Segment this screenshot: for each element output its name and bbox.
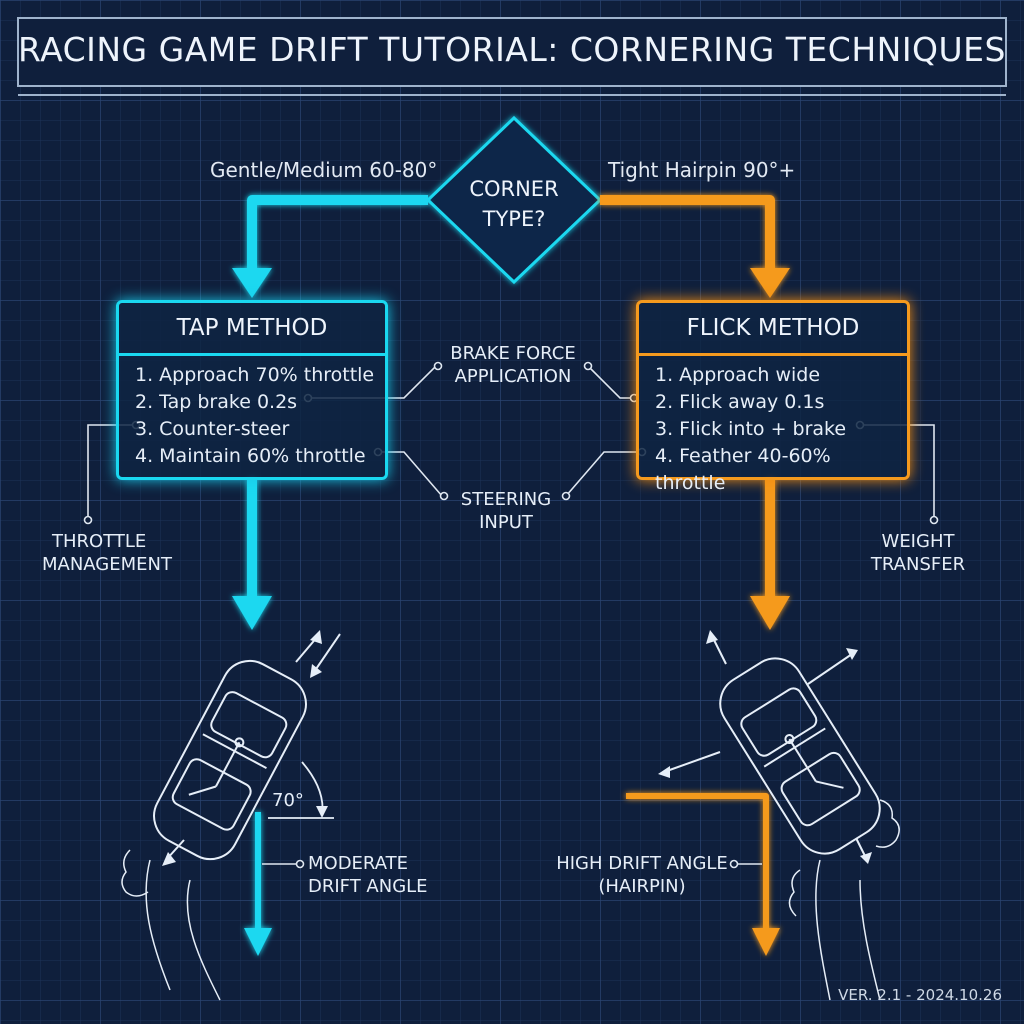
flick-step-1: 1. Approach wide [655, 364, 821, 386]
decision-line-1: CORNER [469, 177, 559, 201]
moderate-result-arrow [244, 812, 272, 956]
decision-diamond [425, 115, 603, 285]
moderate-line-2: DRIFT ANGLE [308, 876, 428, 897]
tap-method-box: TAP METHOD 1. Approach 70% throttle 2. T… [116, 300, 388, 480]
tap-down-arrow [232, 478, 272, 630]
brake-force-line-2: APPLICATION [454, 366, 572, 387]
tap-step-1: 1. Approach 70% throttle [135, 364, 375, 386]
left-branch-arrow [232, 195, 428, 298]
throttle-management-callout: THROTTLE MANAGEMENT [42, 530, 192, 576]
flick-method-box: FLICK METHOD 1. Approach wide 2. Flick a… [636, 300, 910, 494]
decision-label: CORNER TYPE? [440, 174, 588, 234]
tap-step-4: 4. Maintain 60% throttle [135, 445, 366, 467]
tap-method-title: TAP METHOD [119, 303, 385, 356]
throttle-line-1: THROTTLE [52, 531, 147, 552]
steering-input-callout: STEERING INPUT [448, 488, 564, 534]
flick-step-3: 3. Flick into + brake [655, 418, 847, 440]
high-drift-label: HIGH DRIFT ANGLE (HAIRPIN) [554, 852, 730, 898]
brake-force-callout: BRAKE FORCE APPLICATION [440, 342, 586, 388]
page-title: RACING GAME DRIFT TUTORIAL: CORNERING TE… [18, 30, 1006, 69]
brake-force-line-1: BRAKE FORCE [450, 343, 576, 364]
weight-line-2: TRANSFER [870, 554, 966, 575]
moderate-line-1: MODERATE [308, 853, 408, 874]
drift-angle-value: 70° [272, 790, 304, 811]
title-frame [17, 17, 1007, 87]
flick-step-4: 4. Feather 40-60% throttle [655, 445, 831, 494]
weight-transfer-callout: WEIGHT TRANSFER [858, 530, 978, 576]
flick-step-2: 2. Flick away 0.1s [655, 391, 825, 413]
flick-method-title: FLICK METHOD [639, 303, 907, 356]
tap-step-3: 3. Counter-steer [135, 418, 290, 440]
decision-line-2: TYPE? [482, 207, 546, 231]
flick-car-illustration [658, 630, 900, 1001]
throttle-line-2: MANAGEMENT [42, 554, 172, 575]
steering-line-2: INPUT [479, 512, 533, 533]
steering-line-1: STEERING [460, 489, 552, 510]
right-branch-arrow [600, 195, 790, 298]
tap-step-2: 2. Tap brake 0.2s [135, 391, 298, 413]
version-footer: VER. 2.1 - 2024.10.26 [838, 986, 1002, 1004]
flick-down-arrow [750, 478, 790, 630]
tap-car-illustration [121, 630, 341, 1001]
left-branch-label: Gentle/Medium 60-80° [210, 158, 438, 182]
moderate-drift-label: MODERATE DRIFT ANGLE [308, 852, 428, 898]
tap-method-steps: 1. Approach 70% throttle 2. Tap brake 0.… [119, 356, 385, 470]
high-result-arrow [626, 793, 780, 956]
high-line-1: HIGH DRIFT ANGLE [556, 853, 728, 874]
right-branch-label: Tight Hairpin 90°+ [608, 158, 796, 182]
high-line-2: (HAIRPIN) [598, 876, 686, 897]
flick-method-steps: 1. Approach wide 2. Flick away 0.1s 3. F… [639, 356, 907, 497]
weight-line-1: WEIGHT [881, 531, 955, 552]
